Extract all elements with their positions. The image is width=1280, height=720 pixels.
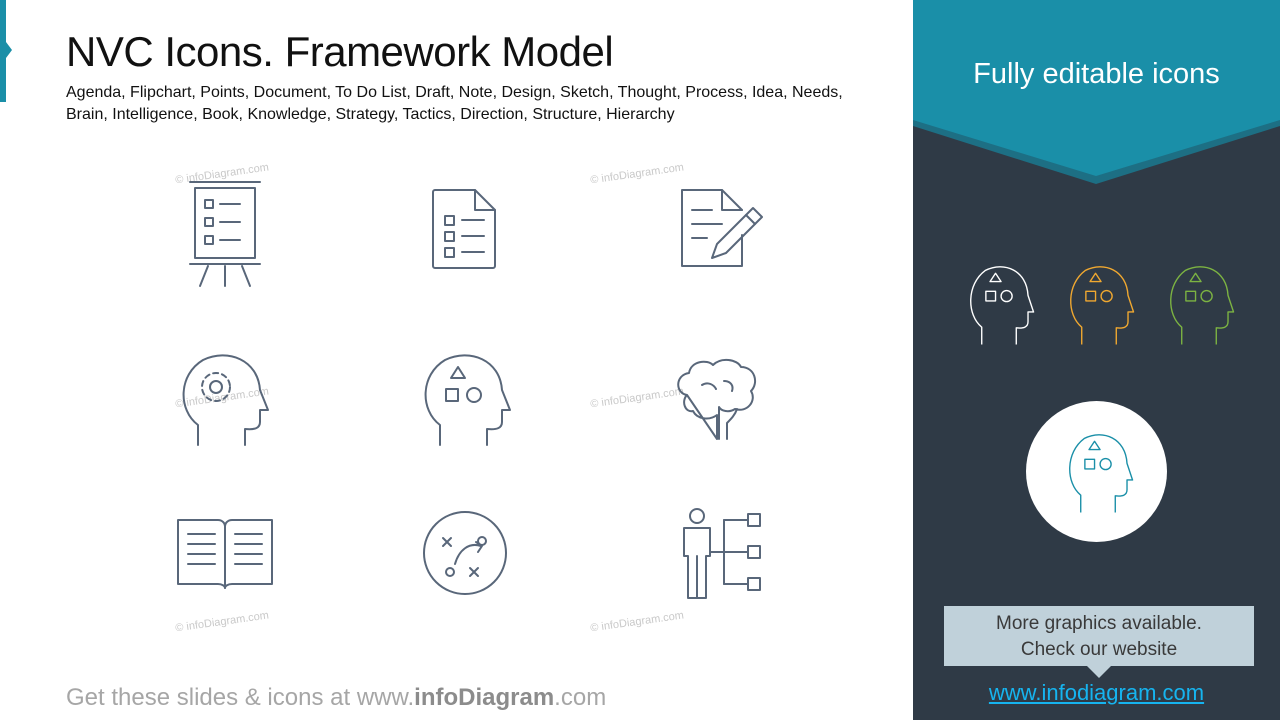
head-shapes-icon-teal bbox=[1060, 426, 1136, 516]
draft-note-icon bbox=[662, 180, 772, 290]
watermark: © infoDiagram.com bbox=[589, 609, 685, 635]
head-gear-icon bbox=[168, 345, 278, 455]
callout-line: More graphics available. bbox=[996, 613, 1202, 634]
highlight-circle bbox=[1026, 401, 1167, 542]
flipchart-icon bbox=[170, 178, 280, 288]
brain-icon bbox=[662, 345, 772, 455]
head-shapes-icon bbox=[410, 345, 520, 455]
panel-title: Fully editable icons bbox=[973, 58, 1220, 90]
watermark: © infoDiagram.com bbox=[174, 609, 270, 635]
head-shapes-icon-orange bbox=[1061, 258, 1137, 348]
hierarchy-structure-icon bbox=[662, 498, 772, 608]
footer-promo: Get these slides & icons at www.infoDiag… bbox=[66, 684, 607, 711]
title-banner bbox=[913, 0, 1280, 184]
todo-document-icon bbox=[410, 180, 520, 290]
page-subtitle: Agenda, Flipchart, Points, Document, To … bbox=[66, 84, 843, 123]
callout-line: Check our website bbox=[1020, 639, 1178, 660]
strategy-tactics-icon bbox=[410, 498, 520, 608]
head-shapes-icon-white bbox=[961, 258, 1037, 348]
callout-box: More graphics available. Check our websit… bbox=[944, 606, 1254, 678]
page-title: NVC Icons. Framework Model bbox=[66, 28, 614, 75]
side-panel: Fully editable icons More graphics avail… bbox=[913, 0, 1280, 720]
head-shapes-icon-green bbox=[1161, 258, 1237, 348]
accent-marker bbox=[0, 0, 12, 102]
website-link[interactable]: www.infodiagram.com bbox=[988, 680, 1205, 705]
book-icon bbox=[170, 498, 280, 608]
